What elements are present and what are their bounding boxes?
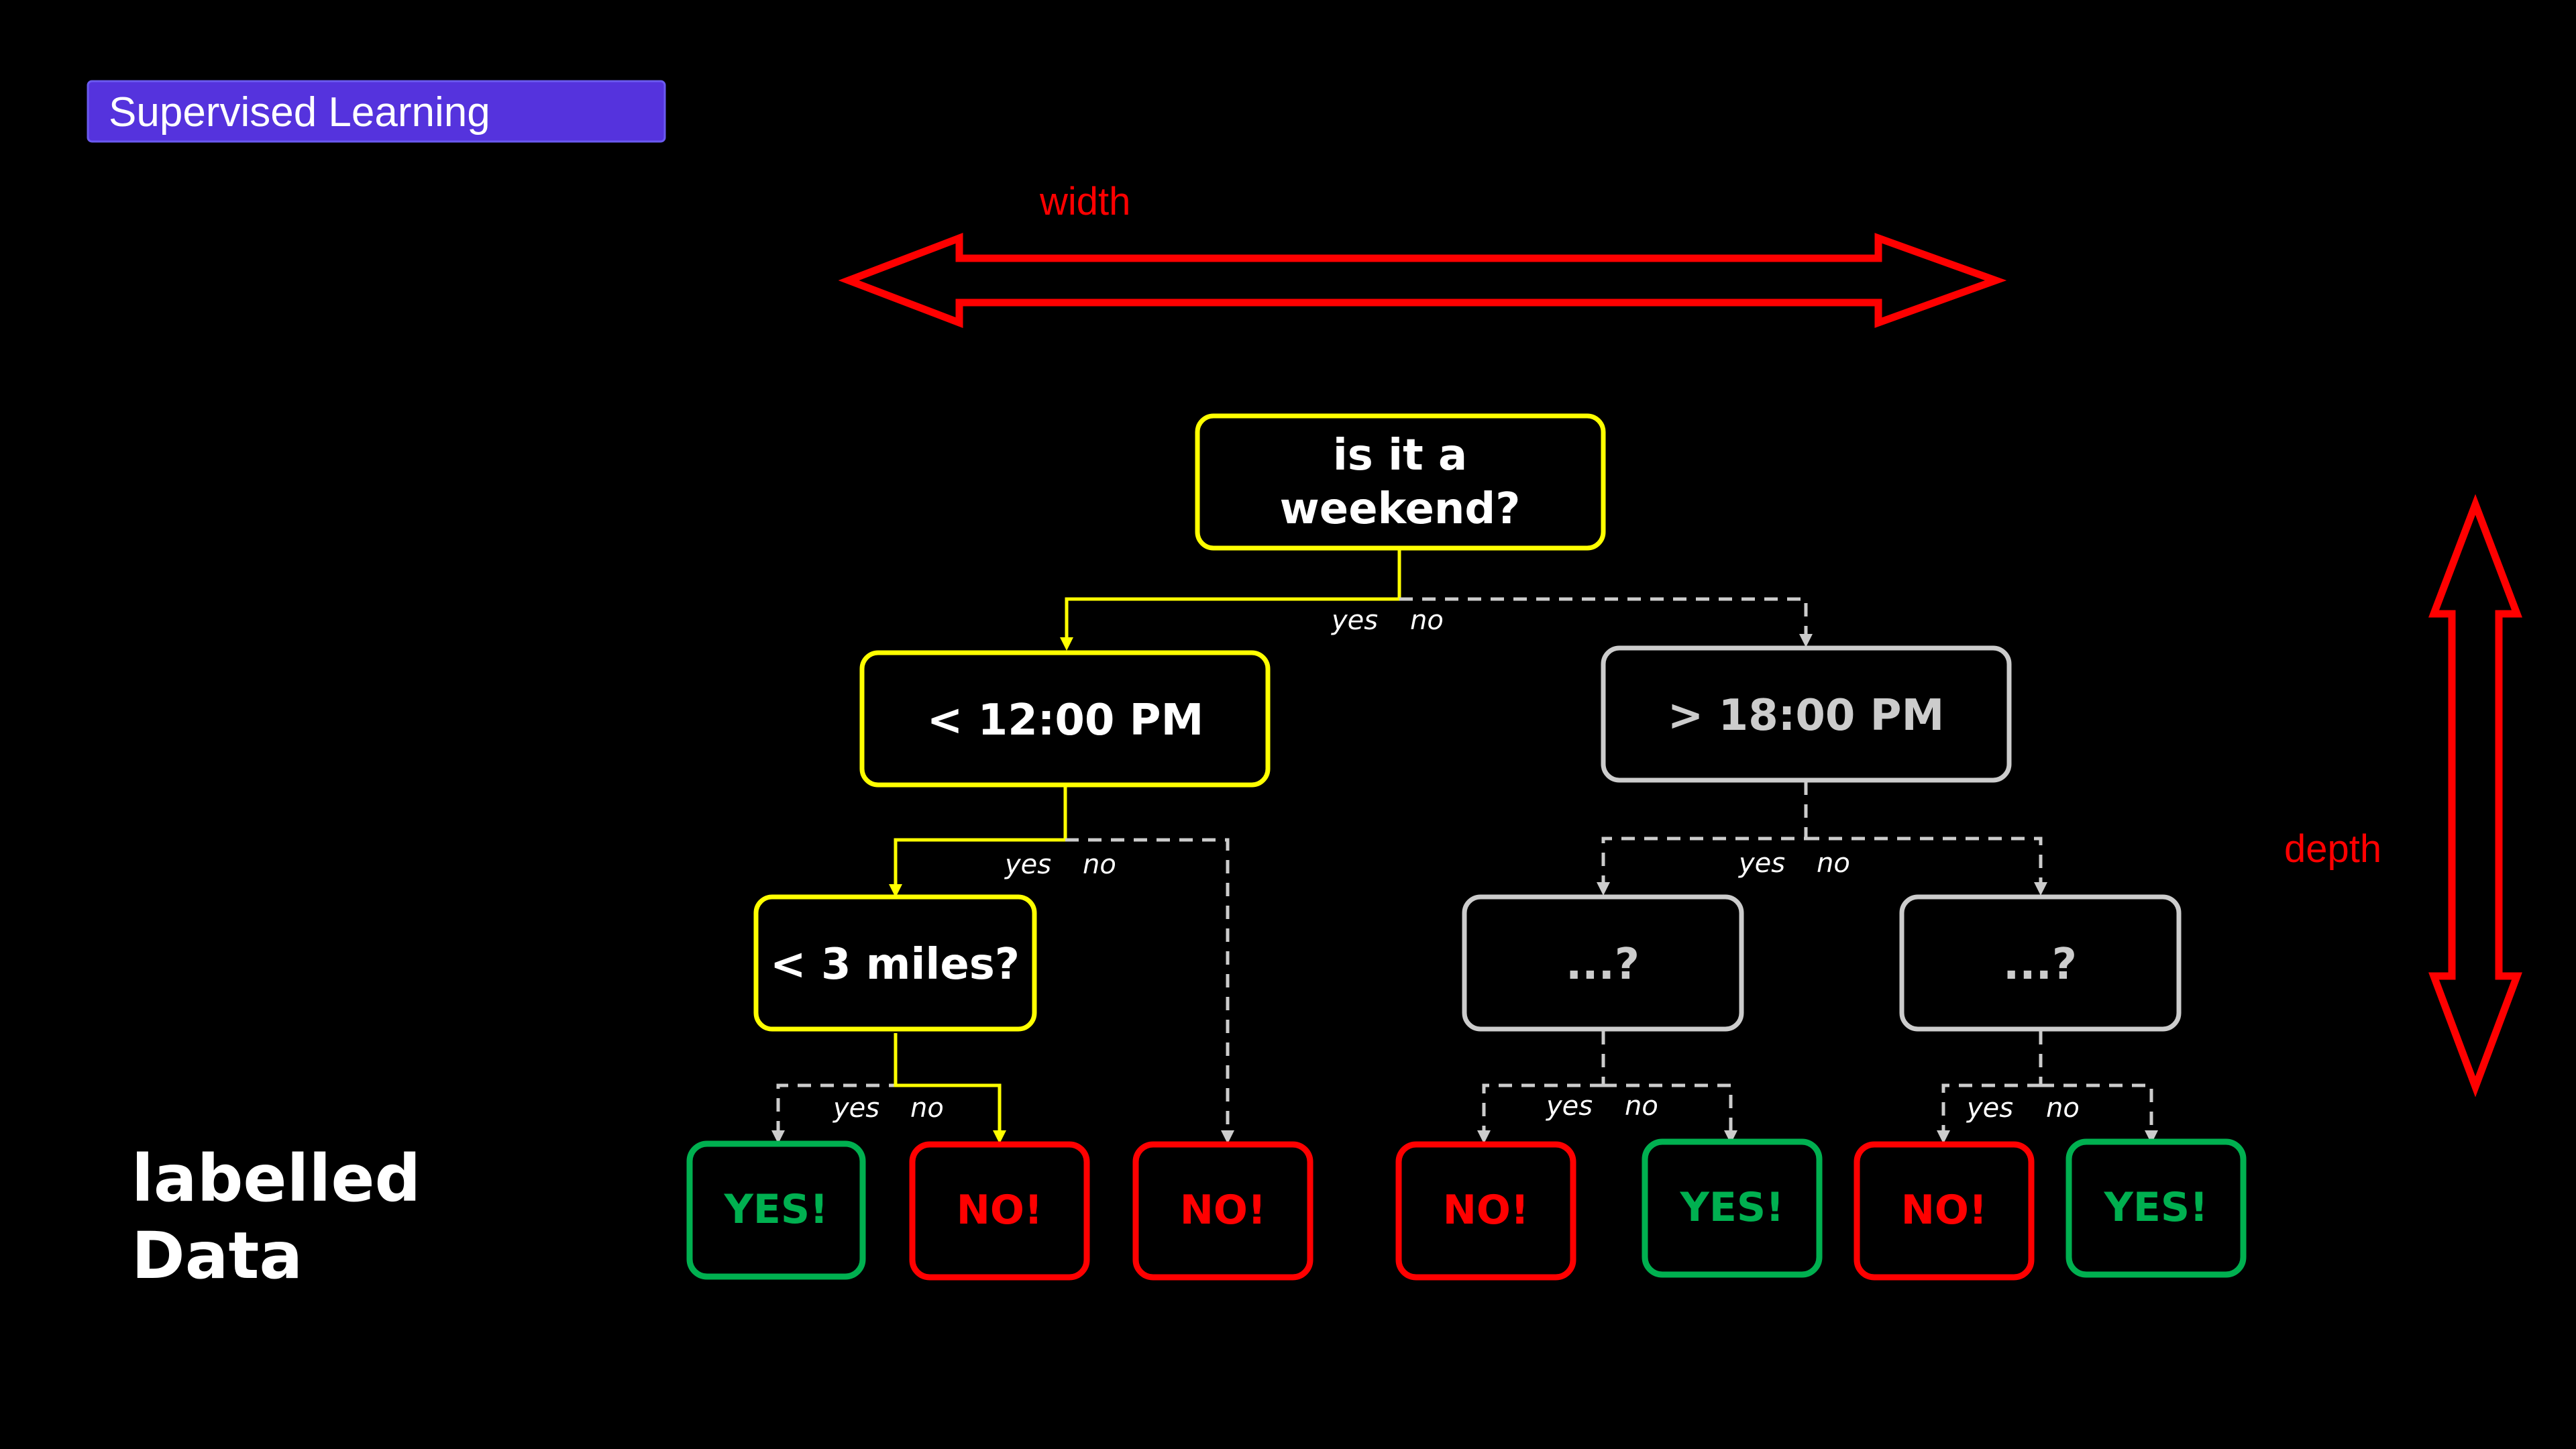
right-yes-label: yes <box>1738 848 1785 879</box>
rl-no-label: no <box>1625 1091 1658 1122</box>
edge-ll-no <box>894 1033 1006 1144</box>
leaf-3-label: NO! <box>1180 1187 1267 1234</box>
node-right-left: ...? <box>1462 894 1744 1032</box>
node-right-label: > 18:00 PM <box>1668 691 1945 741</box>
left-yes-label: yes <box>1004 849 1051 880</box>
node-left: < 12:00 PM <box>859 650 1271 788</box>
data-label: Data <box>131 1218 303 1293</box>
node-root-line2: weekend? <box>1280 484 1521 534</box>
node-root-line1: is it a <box>1333 431 1467 480</box>
leaf-4-label: NO! <box>1443 1187 1529 1234</box>
edge-right-yes <box>1597 782 1808 896</box>
leaf-2-label: NO! <box>957 1187 1043 1234</box>
leaf-6-label: NO! <box>1901 1187 1988 1234</box>
leaf-1: YES! <box>686 1140 866 1280</box>
node-right-right-label: ...? <box>2003 940 2077 989</box>
rr-no-label: no <box>2046 1093 2080 1124</box>
leaf-7-label: YES! <box>2103 1184 2208 1231</box>
leaf-7: YES! <box>2065 1138 2247 1278</box>
leaf-4: NO! <box>1395 1141 1576 1281</box>
ll-yes-label: yes <box>833 1093 879 1124</box>
leaf-3: NO! <box>1132 1141 1313 1281</box>
ll-no-label: no <box>910 1093 944 1124</box>
left-no-label: no <box>1083 849 1116 880</box>
node-left-label: < 12:00 PM <box>927 696 1204 745</box>
rl-yes-label: yes <box>1546 1091 1593 1122</box>
node-root: is it a weekend? <box>1195 413 1606 551</box>
width-label: width <box>1039 180 1130 223</box>
edge-left-yes <box>889 786 1067 898</box>
edge-rr-yes <box>1937 1083 2041 1144</box>
depth-arrow <box>2428 494 2522 1097</box>
edge-rl-yes <box>1477 1083 1603 1144</box>
section-badge: Supervised Learning <box>87 80 666 143</box>
root-no-label: no <box>1410 605 1444 636</box>
width-arrow <box>838 233 2007 328</box>
leaf-5: YES! <box>1642 1138 1823 1278</box>
edge-left-no <box>1065 838 1234 1144</box>
leaf-1-label: YES! <box>723 1186 828 1233</box>
leaf-6: NO! <box>1854 1141 2035 1281</box>
rr-yes-label: yes <box>1966 1093 2013 1124</box>
leaf-5-label: YES! <box>1679 1184 1784 1231</box>
edge-rl-no <box>1603 1083 1737 1144</box>
node-left-left-label: < 3 miles? <box>770 940 1020 989</box>
depth-label: depth <box>2284 827 2381 871</box>
section-badge-label: Supervised Learning <box>109 89 490 136</box>
right-no-label: no <box>1817 848 1850 879</box>
node-right-right: ...? <box>1899 894 2182 1032</box>
node-right: > 18:00 PM <box>1601 645 2012 783</box>
node-right-left-label: ...? <box>1566 940 1640 989</box>
edge-rr-no <box>2041 1083 2158 1144</box>
edge-right-no <box>1806 837 2047 896</box>
root-yes-label: yes <box>1331 605 1378 636</box>
labelled-label: labelled <box>131 1141 421 1216</box>
edge-root-yes <box>1060 550 1401 651</box>
edge-root-no <box>1399 597 1813 647</box>
leaf-2: NO! <box>909 1141 1090 1281</box>
node-left-left: < 3 miles? <box>753 894 1037 1032</box>
